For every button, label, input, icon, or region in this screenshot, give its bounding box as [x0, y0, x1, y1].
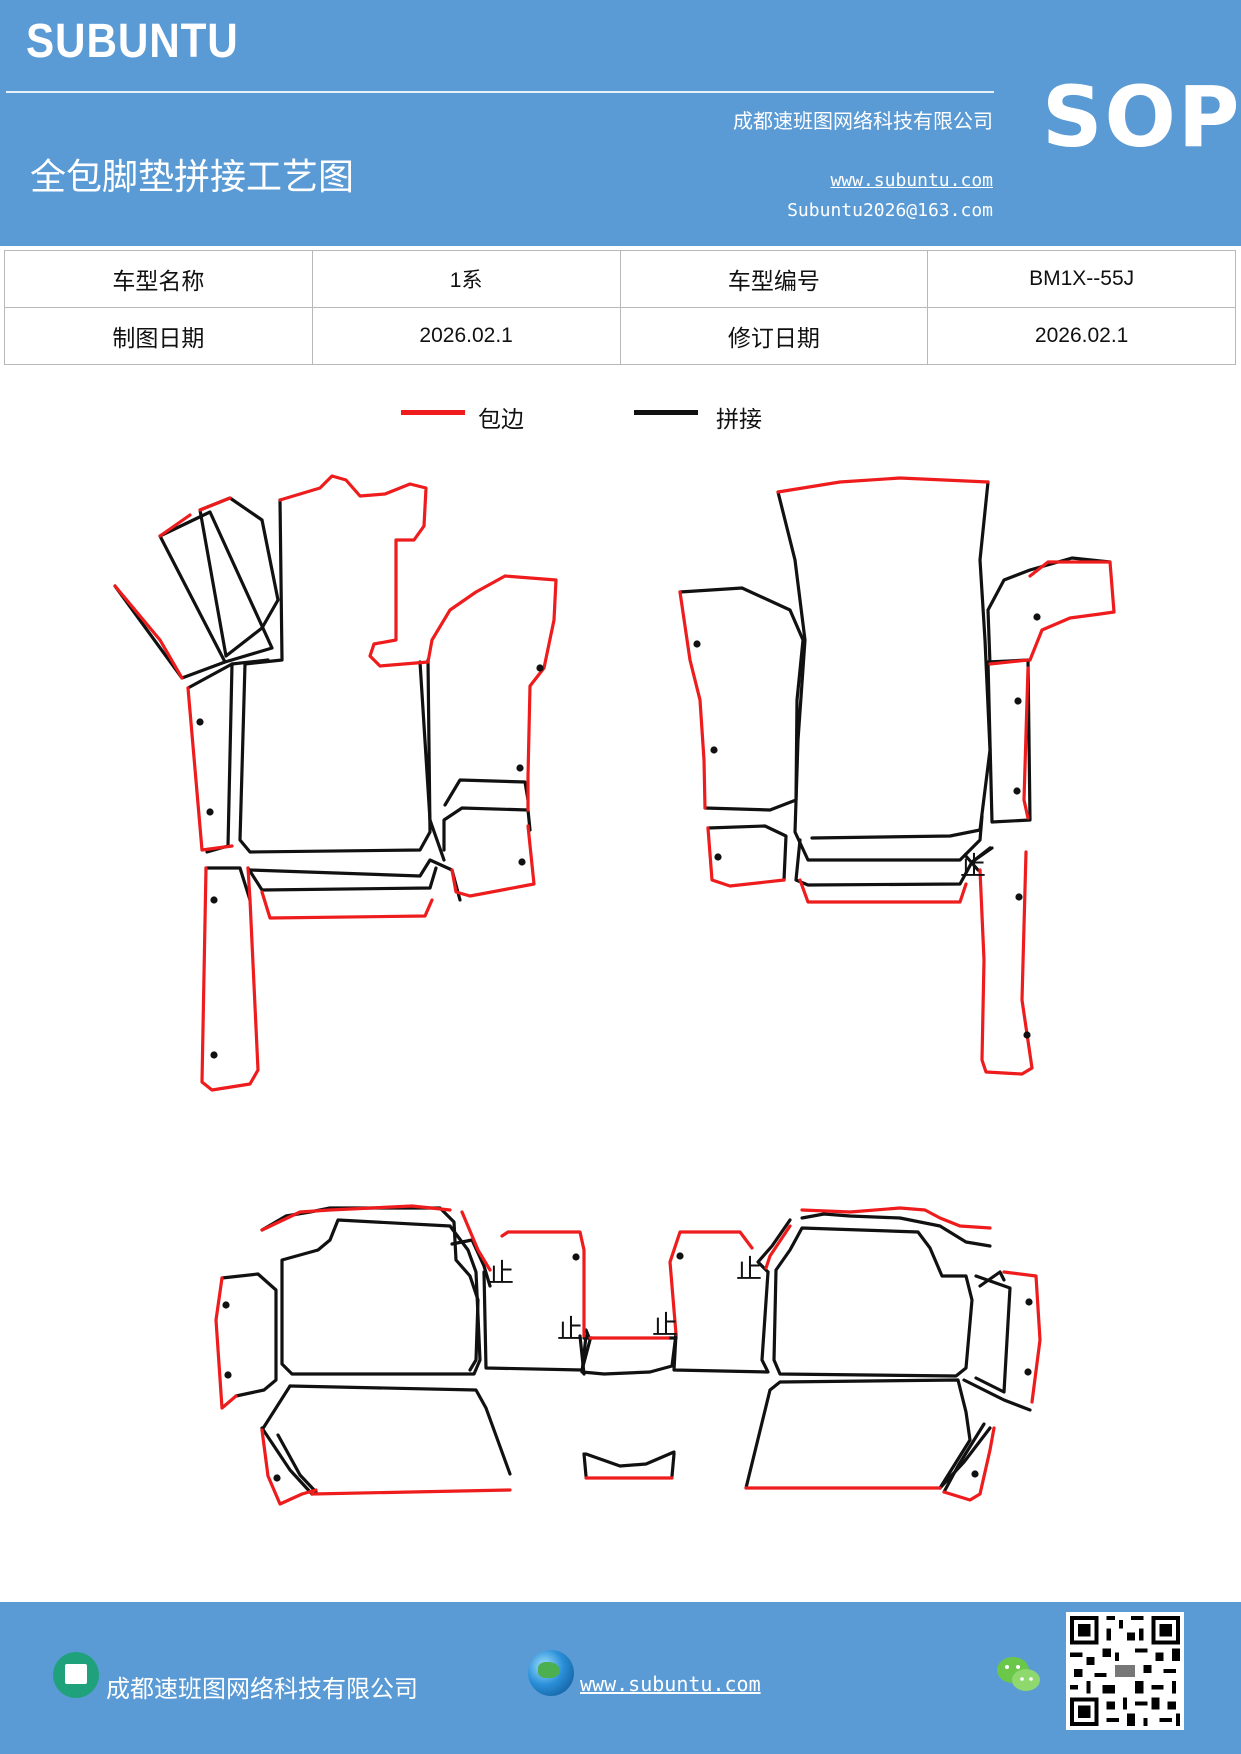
revise-date-value: 2026.02.1 — [927, 307, 1236, 365]
pin-dots — [196, 613, 1041, 1482]
footer-website-link[interactable]: www.subuntu.com — [580, 1672, 761, 1696]
footer-banner: 成都速班图网络科技有限公司 www.subuntu.com — [0, 1602, 1241, 1754]
seam-legend-label: 拼接 — [716, 407, 762, 433]
draw-date-label: 制图日期 — [4, 307, 313, 365]
stop-mark: 止 — [960, 852, 986, 882]
model-code-label: 车型编号 — [619, 250, 929, 308]
company-name: 成都速班图网络科技有限公司 — [733, 109, 993, 133]
sop-badge: SOP — [1042, 68, 1241, 166]
edge-swatch — [401, 410, 465, 415]
brand-logo: SUBUNTU — [26, 15, 239, 68]
stop-mark: 止 — [652, 1311, 678, 1341]
stop-mark: 止 — [736, 1255, 762, 1285]
wechat-icon — [997, 1657, 1040, 1691]
email-address: Subuntu2026@163.com — [787, 200, 993, 221]
website-link[interactable]: www.subuntu.com — [830, 170, 993, 191]
stop-mark: 止 — [488, 1259, 514, 1289]
footer-company-name: 成都速班图网络科技有限公司 — [106, 1675, 418, 1703]
seam-swatch — [634, 410, 698, 415]
edge-legend-label: 包边 — [478, 407, 524, 433]
info-table: 车型名称 1系 车型编号 BM1X--55J 制图日期 2026.02.1 修订… — [4, 250, 1236, 365]
globe-icon — [528, 1650, 574, 1696]
draw-date-value: 2026.02.1 — [311, 307, 621, 365]
model-name-value: 1系 — [311, 250, 621, 308]
table-row: 车型名称 1系 车型编号 BM1X--55J — [4, 250, 1236, 308]
model-name-label: 车型名称 — [4, 250, 313, 308]
building-icon — [53, 1652, 99, 1698]
stop-mark: 止 — [557, 1315, 583, 1345]
model-code-value: BM1X--55J — [927, 250, 1236, 308]
stop-marks: 止 止 止 止 止 — [488, 852, 986, 1345]
document-title: 全包脚垫拼接工艺图 — [30, 157, 355, 198]
revise-date-label: 修订日期 — [619, 307, 929, 365]
header-divider — [6, 91, 994, 93]
table-row: 制图日期 2026.02.1 修订日期 2026.02.1 — [4, 307, 1236, 365]
header-banner: SUBUNTU 成都速班图网络科技有限公司 全包脚垫拼接工艺图 www.subu… — [0, 0, 1241, 246]
floor-mat-diagram: 止 止 止 止 止 — [113, 474, 1116, 1506]
legend: 包边 拼接 — [0, 400, 1241, 440]
qr-code — [1066, 1612, 1184, 1730]
